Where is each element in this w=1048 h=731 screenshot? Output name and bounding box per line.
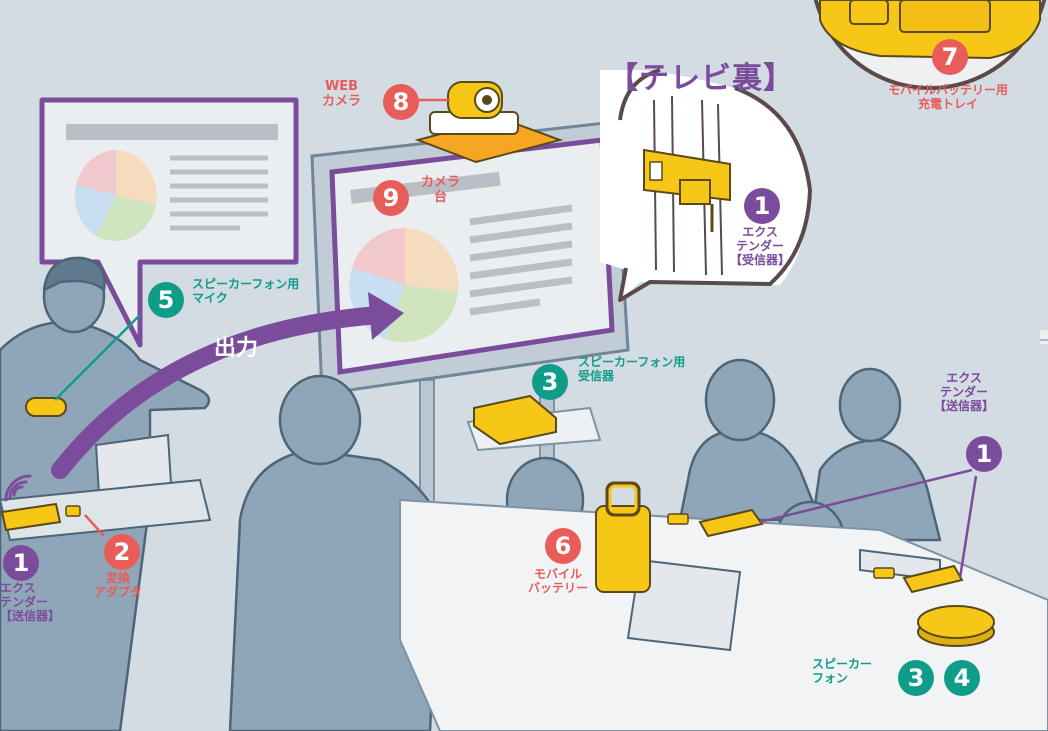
badge-1-extender-sender-right: 1 — [966, 436, 1002, 472]
speakerphone-icon — [917, 605, 995, 647]
extender-sender-right-label: エクス テンダー 【送信器】 — [934, 371, 995, 413]
pie-slice-pink — [352, 227, 405, 285]
leader-line-extender-2 — [958, 475, 978, 579]
tv — [310, 120, 630, 396]
extender-sender-right-label-line-3: 【送信器】 — [934, 398, 995, 413]
extender-sender-podium-icon — [0, 502, 81, 532]
tv-back-callout — [600, 68, 812, 302]
badge-1-extender-receiver: 1 — [744, 188, 780, 224]
mobile-battery-label-line-2: バッテリー — [528, 580, 589, 595]
extender-sender-table-icon-2 — [873, 564, 964, 594]
badge-9-camera-stand: 9 — [373, 180, 409, 216]
leader-line-mic — [54, 314, 141, 401]
audience-member-3 — [808, 438, 942, 542]
speakerphone-receiver-label-line-2: 受信器 — [578, 368, 615, 383]
extender-receiver-label-line-3: 【受信器】 — [730, 252, 791, 267]
extender-sender-left-label-line-3: 【送信器】 — [0, 608, 61, 623]
extender-sender-right-label-line-1: エクス — [946, 371, 982, 385]
battery-in-tray-icon — [849, 0, 889, 25]
extender-receiver-label-line-2: テンダー — [736, 238, 785, 253]
charging-tray-inset — [813, 0, 1047, 90]
presenter-bubble-text-lines — [170, 155, 268, 231]
tv-back-bubble-outline — [618, 68, 812, 302]
speakerphone-label-line-1: スピーカー — [812, 657, 873, 671]
conversion-adapter-label-line-1: 変換 — [106, 571, 131, 585]
pie-slice-green — [385, 285, 458, 343]
badge-6-mobile-battery: 6 — [545, 528, 581, 564]
badge-3-speakerphone: 3 — [898, 660, 934, 696]
leader-line-adapter — [84, 514, 105, 537]
leader-lines — [54, 98, 978, 579]
speakerphone-receiver-label-line-1: スピーカーフォン用 — [578, 355, 686, 369]
extender-sender-left-label: エクス テンダー 【送信器】 — [0, 581, 61, 623]
webcam-label-line-1: WEB — [324, 79, 359, 94]
conversion-adapter-label: 変換 アダプタ — [94, 571, 143, 600]
extender-sender-left-label-line-1: エクス — [0, 581, 36, 595]
badge-4-speakerphone: 4 — [944, 660, 980, 696]
speakerphone-label: スピーカー フォン — [812, 657, 873, 686]
speakerphone-mic-label-line-2: マイク — [192, 290, 228, 305]
conversion-adapter-label-line-2: アダプタ — [94, 584, 143, 599]
extender-receiver-icon — [643, 148, 731, 232]
pie-slice-orange — [405, 228, 459, 292]
speakerphone-label-line-2: フォン — [812, 670, 849, 685]
speakerphone-receiver-icon — [473, 394, 557, 446]
output-arrow — [51, 292, 404, 479]
speakerphone-mic-icon — [25, 397, 67, 417]
mobile-battery-label: モバイル バッテリー — [528, 567, 589, 596]
badge-8-webcam: 8 — [383, 84, 419, 120]
tv-back-heading: 【テレビ裏】 — [608, 61, 794, 96]
extender-receiver-label-line-1: エクス — [742, 225, 778, 239]
camera-stand-label-line-2: 台 — [434, 189, 448, 205]
speakerphone-mic-label: スピーカーフォン用 マイク — [192, 277, 300, 306]
mobile-battery-icon — [595, 481, 651, 593]
badge-7-charging-tray: 7 — [932, 39, 968, 75]
mobile-battery-label-line-1: モバイル — [534, 567, 583, 581]
webcam-label: WEB カメラ — [322, 79, 362, 110]
camera-stand-label: カメラ 台 — [421, 175, 461, 206]
wireless-signal-icon — [4, 474, 32, 502]
table-laptop-1 — [626, 558, 742, 652]
output-arrow-label: 出力 — [214, 336, 259, 361]
charging-tray-label-line-2: 充電トレイ — [918, 96, 979, 111]
audience-member-2-head — [704, 358, 776, 442]
speakerphone-mic-label-line-1: スピーカーフォン用 — [192, 277, 300, 291]
webcam-label-line-2: カメラ — [322, 93, 362, 109]
extender-receiver-label: エクス テンダー 【受信器】 — [730, 225, 791, 267]
audience-member-1-head — [278, 374, 362, 466]
extender-sender-left-label-line-2: テンダー — [0, 594, 49, 609]
badge-2-conversion-adapter: 2 — [104, 534, 140, 570]
badge-1-extender-sender-left: 1 — [3, 545, 39, 581]
speakerphone-receiver-label: スピーカーフォン用 受信器 — [578, 355, 686, 384]
tv-screen-text-lines — [469, 204, 573, 316]
leader-line-extender-1 — [759, 468, 973, 524]
presenter-callout — [39, 97, 299, 348]
presenter-bubble-pie-chart — [74, 150, 157, 241]
badge-5-speakerphone-mic: 5 — [148, 282, 184, 318]
extender-sender-right-label-line-2: テンダー — [940, 384, 989, 399]
charging-tray-label: モバイルバッテリー用 充電トレイ — [888, 83, 1009, 112]
camera-stand-label-line-1: カメラ — [421, 175, 461, 190]
tray-body-icon — [899, 0, 991, 33]
presenter-bubble-title-bar — [66, 124, 278, 140]
audience-member-3-head — [838, 367, 902, 443]
webcam-icon — [429, 81, 519, 135]
extender-sender-table-icon — [667, 508, 764, 538]
charging-tray-label-line-1: モバイルバッテリー用 — [888, 83, 1009, 97]
inset-panel-edge — [1040, 330, 1048, 344]
badge-3-speakerphone-receiver: 3 — [532, 364, 568, 400]
